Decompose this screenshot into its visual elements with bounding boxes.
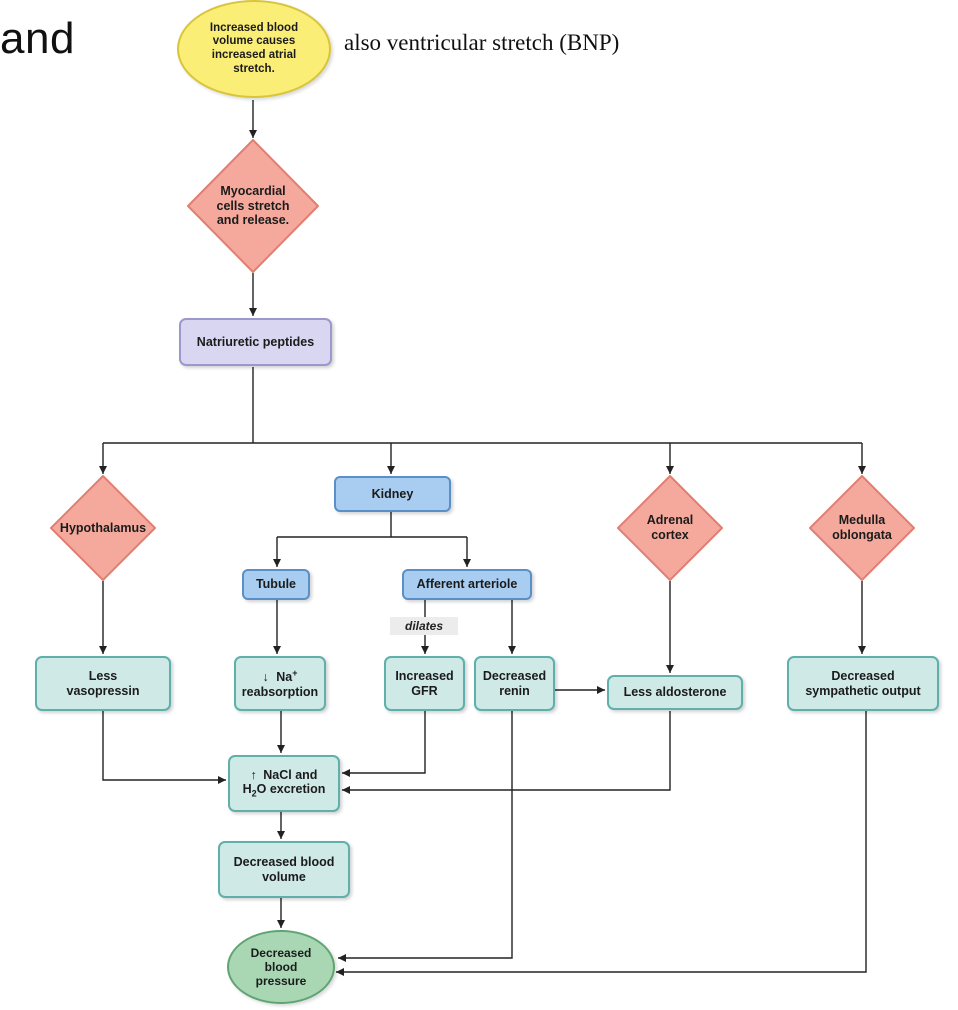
- less-vasopressin-node: Less vasopressin: [35, 656, 171, 711]
- natriuretic-peptides-label: Natriuretic peptides: [196, 334, 315, 349]
- decreased-blood-pressure-label: Decreased blood pressure: [250, 945, 312, 989]
- tubule-label: Tubule: [255, 577, 297, 592]
- myocardial-label: Myocardial cells stretch and release.: [216, 183, 290, 228]
- water-subscript: 2: [251, 788, 257, 799]
- arrow-renin-to-bp: [338, 711, 513, 962]
- kidney-label: Kidney: [371, 486, 414, 501]
- medulla-oblongata-label: Medulla oblongata: [832, 513, 892, 542]
- afferent-arteriole-label: Afferent arteriole: [416, 577, 518, 592]
- connectors: [99, 100, 867, 976]
- dilates-label: dilates: [390, 617, 458, 635]
- less-aldosterone-label: Less aldosterone: [623, 685, 727, 700]
- na-reabsorption-label: ↓ Na+ reabsorption: [242, 668, 318, 700]
- start-node: Increased blood volume causes increased …: [177, 0, 331, 98]
- increased-gfr-label: Increased GFR: [395, 668, 454, 698]
- nacl-h2o-excretion-node: ↑ NaCl and H2O excretion: [228, 755, 340, 812]
- arrow-vasopressin-to-nacl: [102, 711, 226, 784]
- water-h: H: [242, 782, 252, 797]
- hypothalamus-diamond: [50, 475, 156, 581]
- less-vasopressin-label: Less vasopressin: [66, 668, 140, 698]
- slide-title-fragment: and: [0, 14, 75, 63]
- sodium-charge: +: [292, 667, 298, 678]
- decreased-blood-pressure-node: Decreased blood pressure: [227, 930, 335, 1004]
- water-excretion-text: O excretion: [256, 782, 326, 797]
- less-aldosterone-node: Less aldosterone: [607, 675, 743, 710]
- tubule-node: Tubule: [242, 569, 310, 600]
- nacl-line1: NaCl and: [263, 767, 318, 782]
- natriuretic-peptides-node: Natriuretic peptides: [179, 318, 332, 366]
- decreased-renin-label: Decreased renin: [482, 668, 547, 698]
- myocardial-diamond: [187, 139, 319, 273]
- down-arrow-icon: ↓: [262, 669, 269, 684]
- hypothalamus-label: Hypothalamus: [59, 520, 147, 535]
- decreased-sympathetic-output-label: Decreased sympathetic output: [805, 668, 921, 698]
- decreased-blood-volume-label: Decreased blood volume: [233, 854, 335, 884]
- diamond-shapes: [50, 139, 915, 581]
- afferent-arteriole-node: Afferent arteriole: [402, 569, 532, 600]
- nacl-h2o-excretion-label: ↑ NaCl and H2O excretion: [243, 768, 326, 800]
- adrenal-cortex-label: Adrenal cortex: [646, 513, 694, 542]
- increased-gfr-node: Increased GFR: [384, 656, 465, 711]
- decreased-blood-volume-node: Decreased blood volume: [218, 841, 350, 898]
- kidney-node: Kidney: [334, 476, 451, 512]
- na-reabsorption-node: ↓ Na+ reabsorption: [234, 656, 326, 711]
- medulla-diamond: [809, 475, 915, 581]
- up-arrow-icon: ↑: [250, 767, 257, 782]
- arrow-sympathetic-to-bp: [336, 711, 867, 976]
- adrenal-diamond: [617, 475, 723, 581]
- arrow-gfr-to-nacl: [342, 711, 426, 777]
- reabsorption-text: reabsorption: [241, 684, 319, 699]
- decreased-sympathetic-output-node: Decreased sympathetic output: [787, 656, 939, 711]
- decreased-renin-node: Decreased renin: [474, 656, 555, 711]
- sodium-ion: Na: [276, 669, 293, 684]
- annotation-text: also ventricular stretch (BNP): [344, 30, 620, 55]
- start-node-label: Increased blood volume causes increased …: [209, 21, 299, 75]
- arrow-aldosterone-to-nacl: [342, 711, 671, 794]
